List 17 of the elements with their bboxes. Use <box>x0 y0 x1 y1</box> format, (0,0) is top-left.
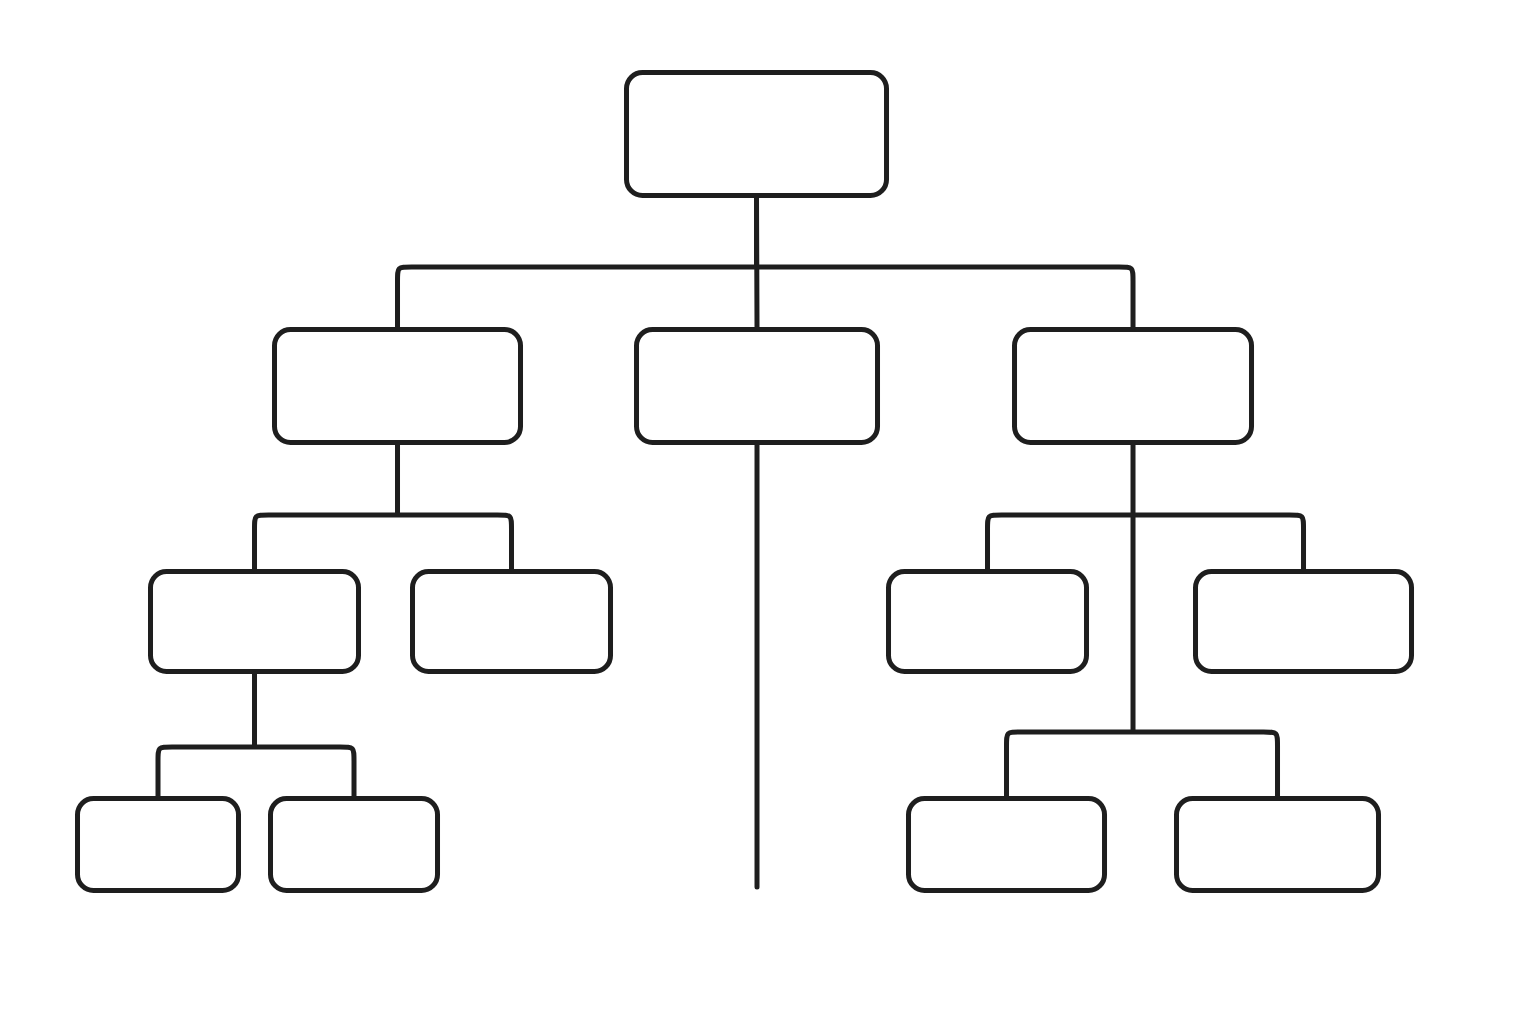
org-chart-box <box>410 569 613 674</box>
connector-line <box>754 442 760 890</box>
connector-line <box>155 671 357 799</box>
org-chart-box <box>634 327 880 445</box>
org-chart-box <box>1012 327 1254 445</box>
org-chart-box <box>272 327 523 445</box>
org-chart-box <box>886 569 1089 674</box>
org-chart-box <box>624 70 889 198</box>
connector-line <box>985 442 1306 799</box>
org-chart-box <box>148 569 361 674</box>
org-chart-box <box>1193 569 1414 674</box>
connector-line <box>252 442 514 572</box>
connector-line <box>395 195 1136 330</box>
org-chart-box <box>1174 796 1381 893</box>
org-chart-box <box>268 796 440 893</box>
org-chart-box <box>75 796 241 893</box>
org-chart-box <box>906 796 1107 893</box>
